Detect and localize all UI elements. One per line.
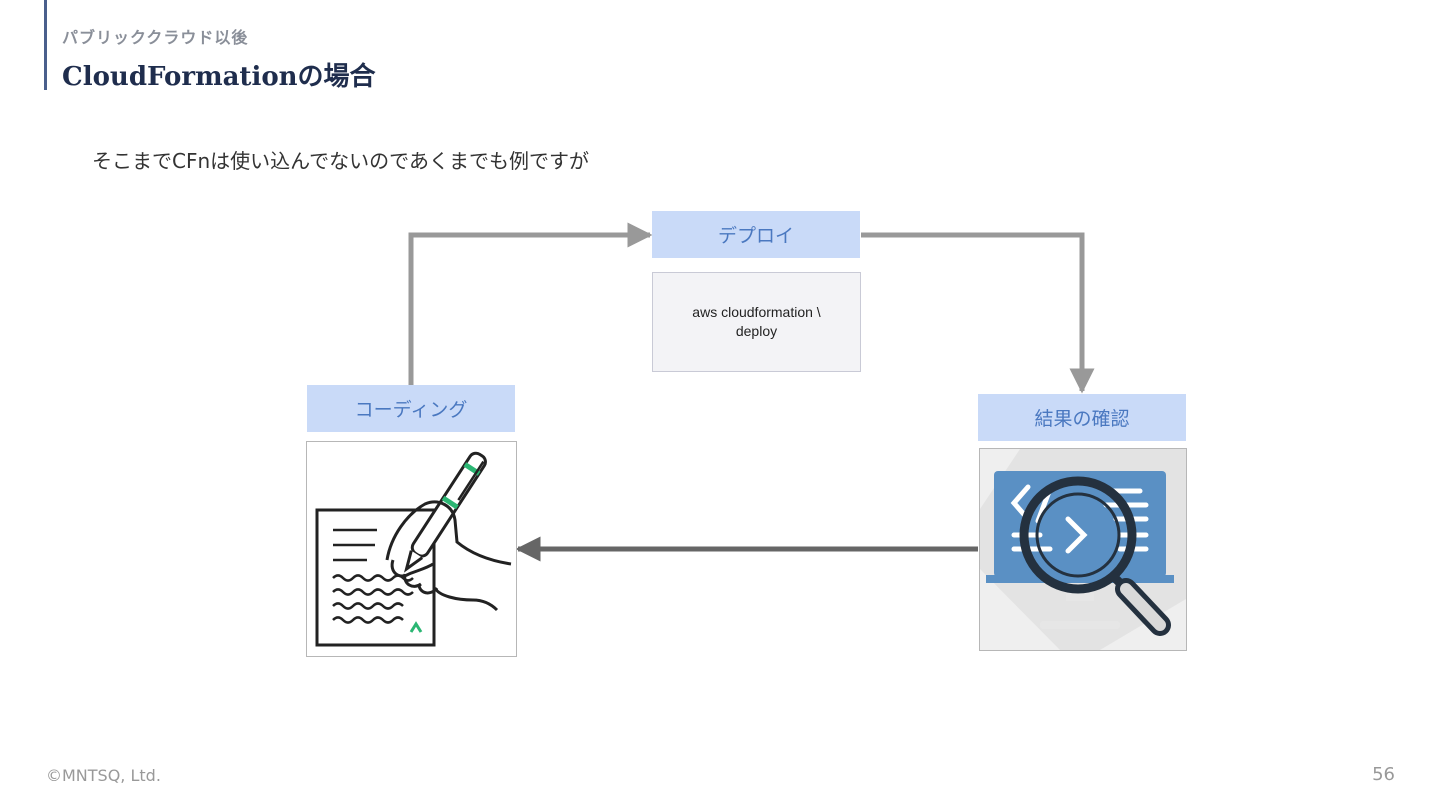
deploy-command-box: aws cloudformation \ deploy xyxy=(652,272,861,372)
code-inspection-magnifier-icon xyxy=(979,448,1187,651)
hand-writing-document-icon xyxy=(306,441,517,657)
page-number: 56 xyxy=(1372,764,1395,785)
deploy-command-text: aws cloudformation \ deploy xyxy=(692,304,821,339)
stage-label-coding: コーディング xyxy=(307,385,515,432)
slide-title: CloudFormationの場合 xyxy=(62,62,376,92)
arrow-deploy-to-result xyxy=(861,232,1095,394)
lead-text: そこまでCFnは使い込んでないのであくまでも例ですが xyxy=(92,149,589,173)
stage-label-result: 結果の確認 xyxy=(978,394,1186,441)
footer-copyright: ©MNTSQ, Ltd. xyxy=(46,766,161,785)
section-label: パブリッククラウド以後 xyxy=(62,28,249,47)
header-accent-bar xyxy=(44,0,47,90)
arrow-coding-to-deploy xyxy=(408,222,653,385)
stage-label-deploy: デプロイ xyxy=(652,211,860,258)
